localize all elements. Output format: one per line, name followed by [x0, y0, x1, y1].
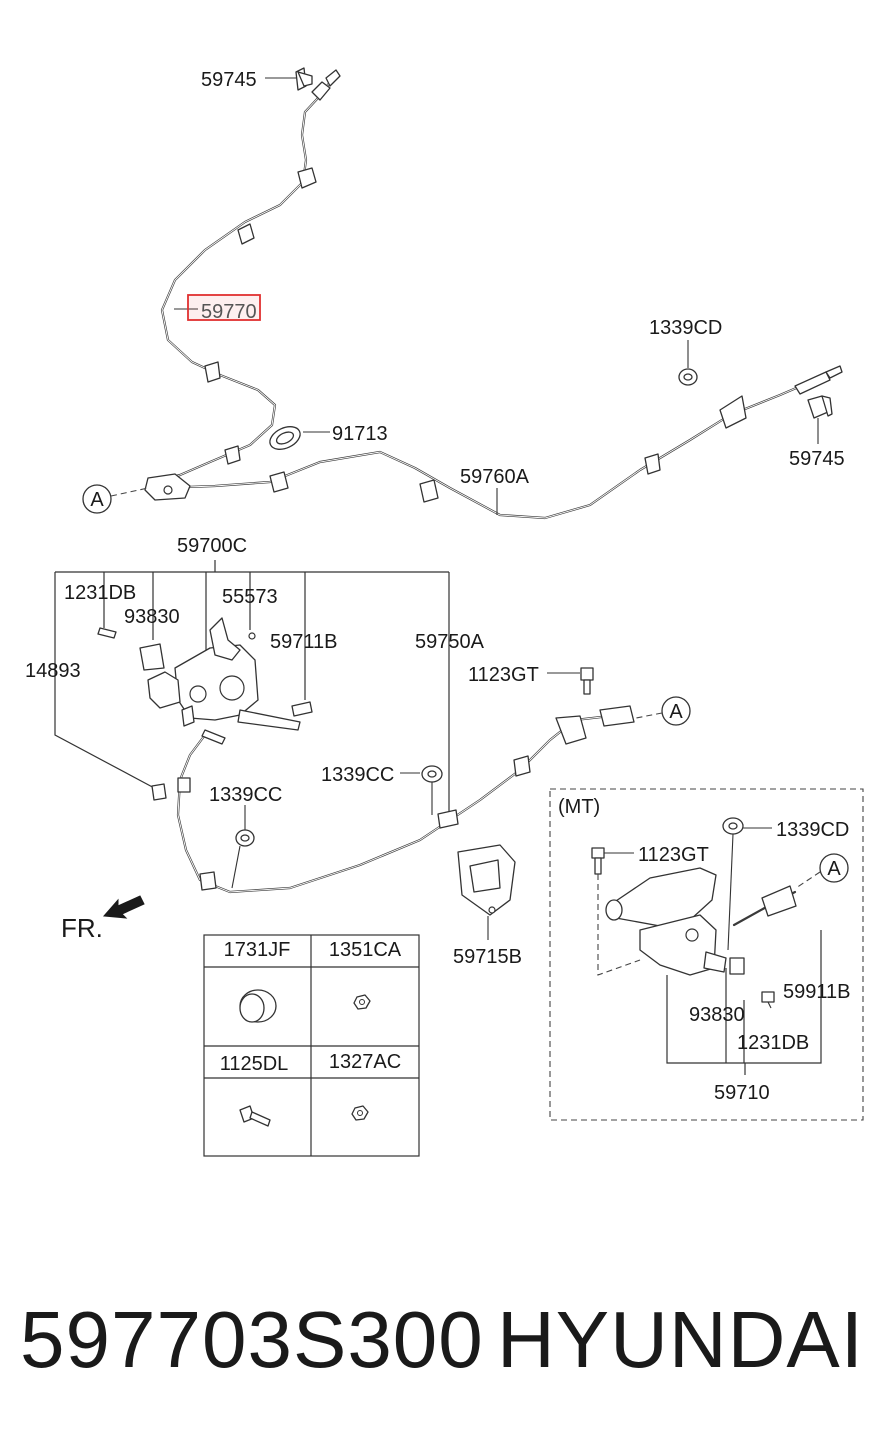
front-direction-arrow-icon — [102, 895, 145, 919]
label-59745-right: 59745 — [789, 448, 845, 470]
cable-59760A — [158, 365, 843, 520]
label-59911B: 59911B — [783, 981, 850, 1003]
label-93830-mt: 93830 — [689, 1004, 745, 1026]
label-fr: FR. — [61, 913, 103, 943]
label-59710: 59710 — [714, 1082, 770, 1104]
callout-a-1: A — [90, 489, 104, 511]
bolt-1123GT-mid — [580, 667, 594, 695]
label-93830-left: 93830 — [124, 606, 180, 628]
label-59745-top: 59745 — [201, 69, 257, 91]
lever-bracket-assembly — [97, 617, 313, 731]
label-1123GT-mid: 1123GT — [468, 664, 539, 686]
highlight-59770 — [187, 294, 261, 321]
callout-a-3: A — [827, 858, 841, 880]
footer-part-number: 597703S300 — [20, 1295, 484, 1384]
label-1339CC-mid: 1339CC — [321, 764, 394, 786]
bracket-59700C-group — [54, 560, 450, 815]
label-1339CC-left: 1339CC — [209, 784, 282, 806]
callout-circle-a-icon: A A A — [82, 484, 849, 889]
label-14893: 14893 — [25, 660, 81, 682]
label-mt: (MT) — [558, 796, 600, 818]
equalizer-bracket — [144, 473, 191, 501]
table-cell-1731JF: 1731JF — [224, 939, 291, 961]
label-91713: 91713 — [332, 423, 388, 445]
label-59750A: 59750A — [415, 631, 485, 653]
label-1123GT-mt: 1123GT — [638, 844, 709, 866]
grommet-1339CC — [231, 765, 443, 889]
label-1339CD-top: 1339CD — [649, 317, 722, 339]
label-1231DB-mt: 1231DB — [737, 1032, 809, 1054]
footer-brand: HYUNDAI — [497, 1295, 864, 1384]
label-1231DB-left: 1231DB — [64, 582, 136, 604]
table-cell-1327AC: 1327AC — [329, 1051, 401, 1073]
bracket-59715B — [457, 844, 516, 916]
table-cell-1351CA: 1351CA — [329, 939, 402, 961]
clip-59745-right — [807, 395, 833, 419]
cable-59770 — [150, 69, 341, 484]
label-59715B: 59715B — [453, 946, 522, 968]
mt-box — [549, 788, 864, 1121]
label-1339CD-mt: 1339CD — [776, 819, 849, 841]
cable-59750A — [176, 705, 635, 894]
label-55573: 55573 — [222, 586, 278, 608]
table-cell-1125DL: 1125DL — [220, 1053, 289, 1075]
label-59760A: 59760A — [460, 466, 530, 488]
grommet-91713 — [269, 426, 301, 450]
grommet-1339CD-top — [678, 368, 698, 386]
label-59770: 59770 — [201, 301, 257, 323]
parts-table — [203, 934, 420, 1157]
callout-a-2: A — [669, 701, 683, 723]
leader-lines — [174, 77, 819, 940]
label-59700C: 59700C — [177, 535, 247, 557]
clip-14893 — [151, 783, 167, 801]
clip-59745-top — [295, 67, 313, 91]
label-59711B: 59711B — [270, 631, 337, 653]
